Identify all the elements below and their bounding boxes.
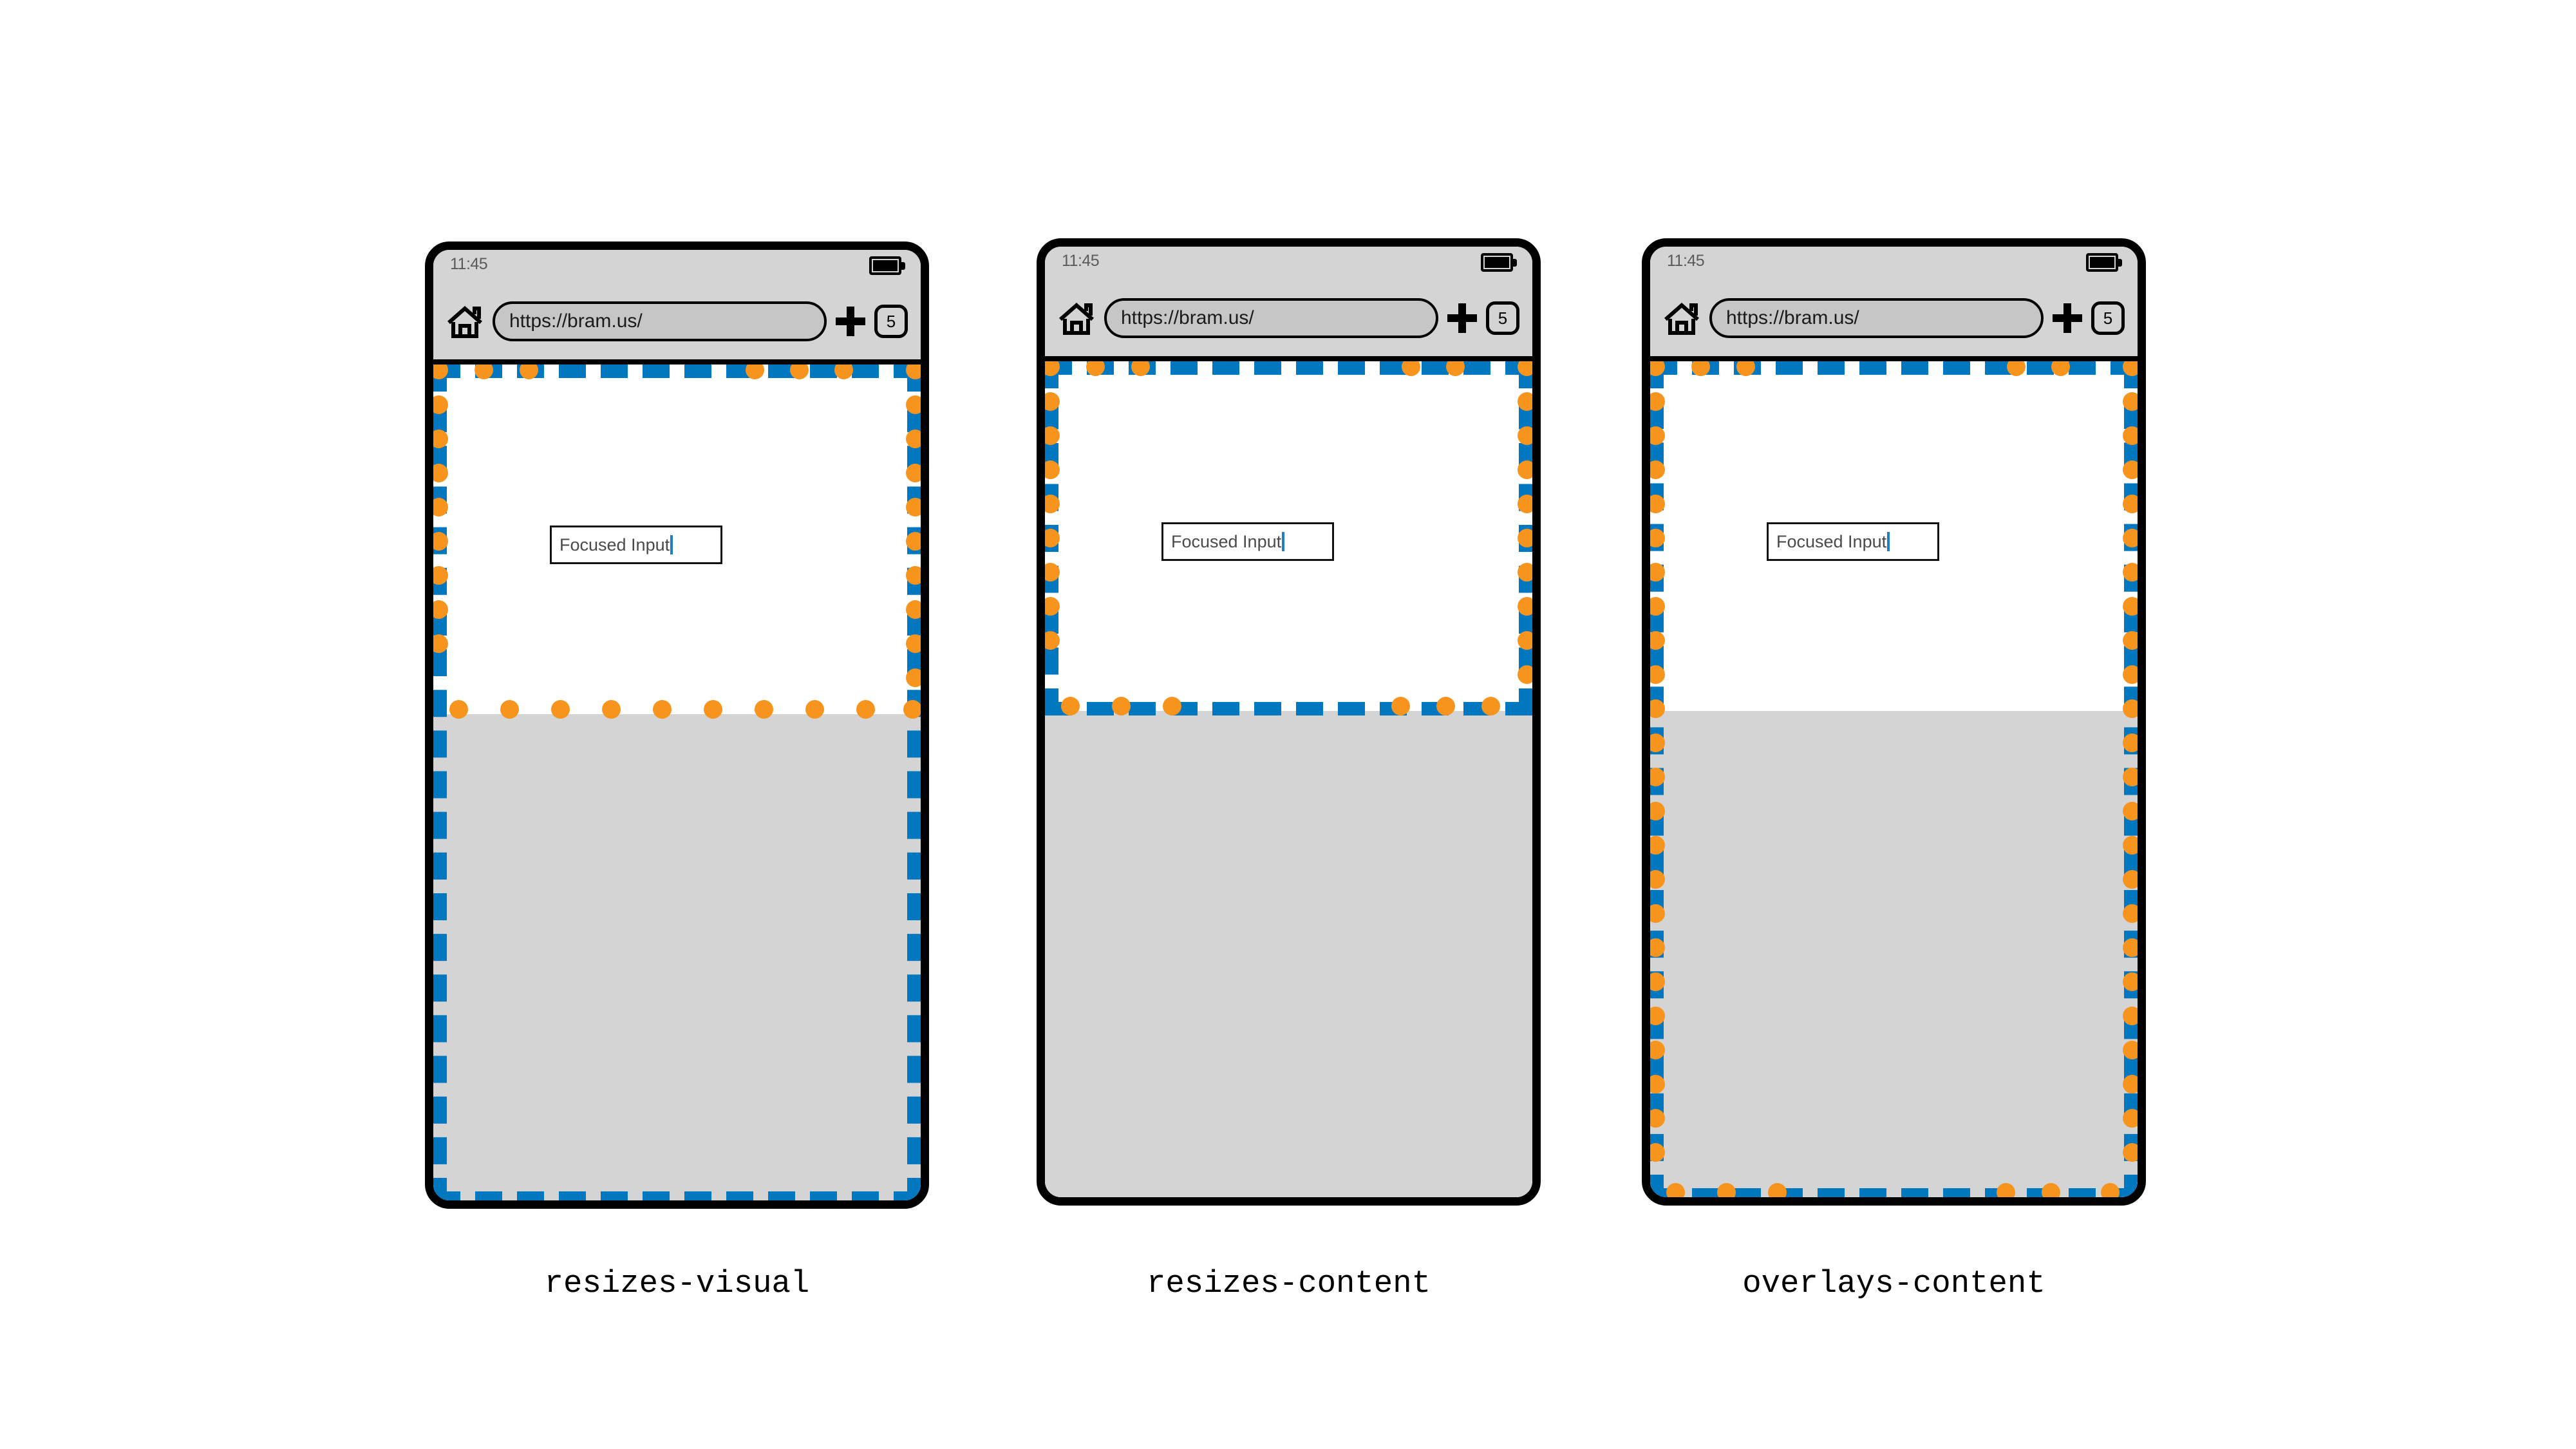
battery-nub [2118,259,2122,267]
phone-screen: Focused Input [1650,361,2138,1197]
phone-mockup-resizes-visual: 11:45 https://bram.us/ [425,242,929,1209]
caption-resizes-content: resizes-content [1146,1265,1431,1302]
battery-nub [901,262,905,270]
caption-resizes-visual: resizes-visual [544,1265,810,1302]
url-text: https://bram.us/ [509,310,643,332]
status-clock: 11:45 [450,255,488,273]
browser-chrome: 11:45 https://bram.us/ [1650,247,2138,361]
url-bar[interactable]: https://bram.us/ [1104,298,1438,338]
focused-input-field[interactable]: Focused Input [1767,522,1939,561]
onscreen-keyboard[interactable] [1045,711,1532,1197]
browser-toolbar: https://bram.us/ 5 [1045,279,1532,356]
battery-full-icon [2086,253,2122,272]
home-icon[interactable] [446,303,484,339]
home-icon[interactable] [1663,300,1700,336]
status-bar: 11:45 [1650,247,2138,279]
focused-input-value: Focused Input [559,535,670,554]
url-text: https://bram.us/ [1121,307,1254,328]
browser-toolbar: https://bram.us/ 5 [433,282,921,359]
text-caret [670,535,673,554]
plus-icon[interactable] [1447,303,1477,333]
focused-input-field[interactable]: Focused Input [550,526,722,564]
tab-count-badge[interactable]: 5 [1486,301,1519,335]
phone-screen: Focused Input [1045,361,1532,1197]
caption-overlays-content: overlays-content [1742,1265,2045,1302]
tab-count-badge[interactable]: 5 [874,305,908,338]
browser-toolbar: https://bram.us/ 5 [1650,279,2138,356]
status-bar: 11:45 [1045,247,1532,279]
text-caret [1887,532,1890,551]
browser-chrome: 11:45 https://bram.us/ [1045,247,1532,361]
battery-full-icon [1481,253,1517,272]
battery-nub [1513,259,1517,267]
text-caret [1282,532,1285,551]
status-bar: 11:45 [433,250,921,282]
home-icon[interactable] [1058,300,1095,336]
plus-icon[interactable] [836,307,865,336]
battery-fill [873,260,898,271]
phone-mockup-overlays-content: 11:45 https://bram.us/ [1642,238,2146,1206]
onscreen-keyboard[interactable] [1650,711,2138,1197]
focused-input-value: Focused Input [1776,531,1887,551]
tab-count-badge[interactable]: 5 [2091,301,2125,335]
browser-chrome: 11:45 https://bram.us/ [433,250,921,365]
focused-input-value: Focused Input [1171,531,1282,551]
phone-screen: Focused Input [433,365,921,1200]
plus-icon[interactable] [2053,303,2082,333]
url-bar[interactable]: https://bram.us/ [493,301,827,341]
phone-mockup-resizes-content: 11:45 https://bram.us/ [1037,238,1541,1206]
url-text: https://bram.us/ [1726,307,1859,328]
url-bar[interactable]: https://bram.us/ [1709,298,2044,338]
focused-input-field[interactable]: Focused Input [1161,522,1334,561]
onscreen-keyboard[interactable] [433,714,921,1200]
battery-full-icon [869,256,905,275]
status-clock: 11:45 [1667,252,1705,270]
status-clock: 11:45 [1062,252,1100,270]
battery-fill [2090,257,2114,268]
battery-fill [1485,257,1509,268]
